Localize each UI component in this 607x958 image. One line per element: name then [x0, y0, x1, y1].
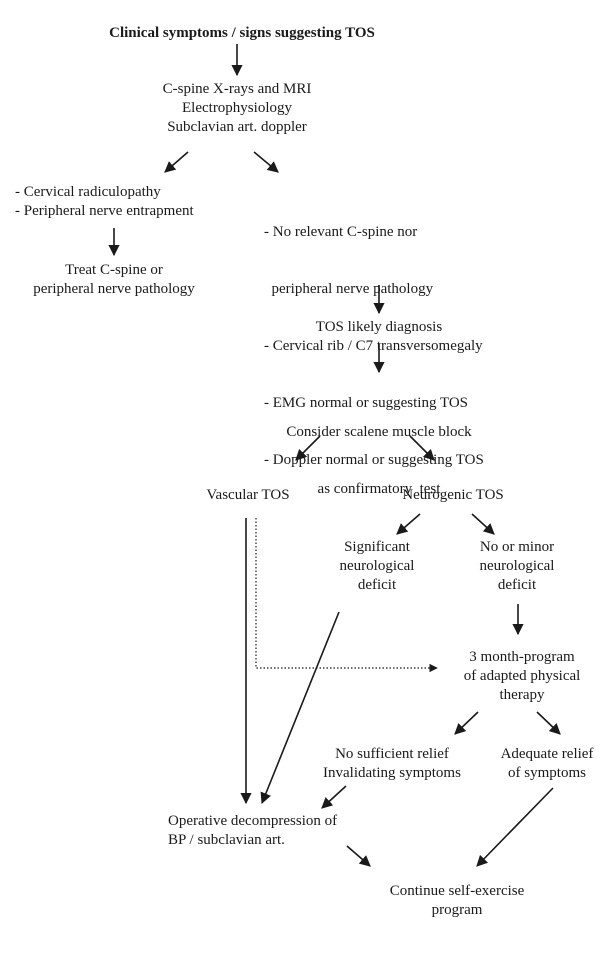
arrow-scalene-to-neurogenic — [409, 435, 435, 461]
node-physical-therapy: 3 month-program of adapted physical ther… — [463, 649, 581, 703]
arrow-no-relief-to-operative — [321, 785, 347, 809]
node-neurogenic-tos: Neurogenic TOS — [402, 487, 504, 503]
arrow-scalene-to-vascular — [295, 435, 321, 461]
node-vascular-tos: Vascular TOS — [206, 487, 290, 503]
node-radiculopathy: - Cervical radiculopathy - Peripheral ne… — [15, 184, 194, 219]
node-significant-deficit: Significant neurological deficit — [339, 539, 415, 593]
node-scalene-block: Consider scalene muscle block as confirm… — [286, 424, 472, 497]
arrow-therapy-to-no-relief — [454, 711, 479, 735]
arrow-tests-to-radiculopathy — [164, 151, 189, 173]
arrow-tests-to-findings — [253, 151, 279, 173]
title-clinical-symptoms: Clinical symptoms / signs suggesting TOS — [109, 25, 375, 41]
dotted-arrow-vascular-to-therapy — [255, 518, 438, 673]
node-minor-deficit: No or minor neurological deficit — [479, 539, 555, 593]
arrow-significant-to-operative — [260, 611, 340, 805]
arrow-adequate-to-continue — [476, 787, 554, 867]
node-findings: - No relevant C-spine nor peripheral ner… — [264, 224, 484, 468]
node-no-relief: No sufficient relief Invalidating sympto… — [323, 746, 461, 781]
arrow-neurogenic-to-significant — [396, 513, 421, 535]
node-initial-tests: C-spine X-rays and MRI Electrophysiology… — [162, 81, 312, 135]
node-treat-cspine: Treat C-spine or peripheral nerve pathol… — [33, 262, 195, 297]
arrow-therapy-to-adequate — [536, 711, 561, 735]
node-adequate-relief: Adequate relief of symptoms — [500, 746, 594, 781]
node-operative-decompression: Operative decompression of BP / subclavi… — [168, 813, 338, 848]
node-continue-exercise: Continue self-exercise program — [389, 883, 525, 918]
node-likely-diagnosis: TOS likely diagnosis — [315, 319, 443, 335]
arrow-neurogenic-to-minor — [471, 513, 495, 535]
arrow-operative-to-continue — [346, 845, 371, 867]
